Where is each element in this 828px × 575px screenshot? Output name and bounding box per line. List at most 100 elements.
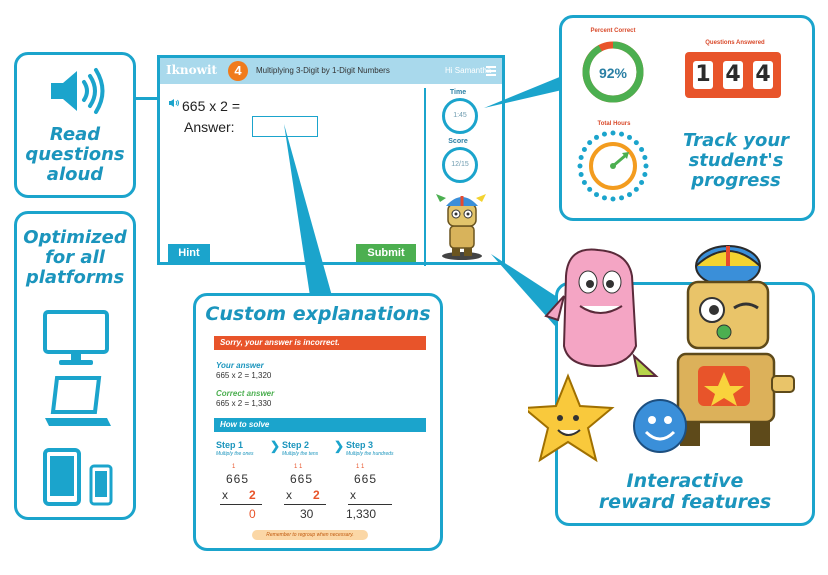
score-value: 12/15 — [451, 161, 469, 168]
score-ring — [442, 147, 478, 183]
correct-answer-label: Correct answer — [216, 389, 275, 398]
questions-digit-3: 4 — [753, 61, 773, 89]
explanation-connector — [284, 124, 332, 296]
robot-character-icon — [676, 245, 795, 446]
step-arrow-1: ❯ — [270, 439, 281, 453]
step-2-title: Step 2 — [282, 440, 310, 450]
work-3-result: 1,330 — [346, 507, 377, 521]
clock-icon — [577, 130, 649, 202]
clock-dot — [601, 195, 607, 201]
lesson-title: Multiplying 3-Digit by 1-Digit Numbers — [256, 66, 390, 75]
time-ring — [442, 98, 478, 134]
clock-dot — [627, 192, 632, 198]
regroup-note: Remember to regroup when necessary. — [252, 530, 368, 540]
clock-dot — [578, 172, 584, 178]
submit-button[interactable]: Submit — [356, 244, 416, 262]
work-2-line — [284, 504, 326, 505]
speaker-icon — [51, 68, 105, 114]
time-label: Time — [449, 89, 467, 96]
progress-callout: Percent Correct 92% Questions Answered 1… — [559, 15, 815, 221]
quiz-header: Iknowit 4 Multiplying 3-Digit by 1-Digit… — [160, 58, 502, 84]
score-label: Score — [448, 138, 468, 145]
quiz-divider — [424, 88, 426, 266]
read-aloud-callout: Read questions aloud — [14, 52, 136, 198]
pink-monster-icon — [544, 248, 659, 377]
work-1-mult: x — [222, 488, 228, 502]
your-answer-value: 665 x 2 = 1,320 — [216, 371, 272, 380]
clock-dot — [642, 172, 648, 178]
step-2-sub: Multiply the tens — [282, 451, 319, 457]
answer-label: Answer: — [184, 119, 235, 135]
progress-title-line1: Track your — [682, 130, 790, 151]
clock-dot — [610, 130, 616, 136]
rewards-line2: reward features — [598, 490, 772, 513]
star-character-icon — [528, 373, 615, 463]
smiley-ball-icon — [633, 399, 687, 453]
step-1-sub: Multiply the ones — [216, 451, 254, 457]
read-aloud-line2: questions — [25, 143, 125, 165]
work-1-bottom: 2 — [249, 488, 256, 502]
rewards-connector — [491, 254, 571, 326]
clock-dot — [643, 163, 649, 169]
total-hours-label: Total Hours — [597, 121, 631, 127]
work-3-line — [348, 504, 392, 505]
clock-dot — [619, 131, 625, 137]
work-2-mult: x — [286, 488, 292, 502]
work-2-top: 665 — [290, 472, 314, 486]
work-2-carry: 1 1 — [294, 464, 303, 470]
clock-dot — [587, 140, 593, 146]
clock-dot — [619, 195, 625, 201]
incorrect-banner: Sorry, your answer is incorrect. — [214, 336, 426, 350]
step-1-title: Step 1 — [216, 440, 244, 450]
platforms-line1: Optimized — [23, 227, 127, 248]
menu-icon[interactable] — [486, 66, 496, 78]
percent-correct-value: 92% — [598, 65, 628, 81]
clock-dot — [633, 186, 639, 192]
question-text: 665 x 2 = — [182, 98, 240, 114]
robot-mascot-icon — [436, 194, 486, 260]
platforms-callout: Optimized for all platforms — [14, 211, 136, 520]
step-arrow-2: ❯ — [334, 439, 345, 453]
clock-dot — [601, 131, 607, 137]
questions-digit-1: 1 — [693, 61, 713, 89]
questions-answered-label: Questions Answered — [705, 40, 765, 46]
read-aloud-line3: aloud — [46, 163, 104, 185]
clock-dot — [633, 140, 639, 146]
clock-dot — [639, 147, 645, 152]
hint-button[interactable]: Hint — [168, 244, 210, 262]
percent-correct-ring — [582, 41, 644, 103]
clock-dot — [627, 134, 632, 140]
work-1-result: 0 — [249, 507, 256, 521]
clock-dot — [594, 134, 599, 140]
work-1-top: 665 — [226, 472, 250, 486]
progress-title-line2: student's — [688, 149, 784, 171]
time-value: 1:45 — [453, 112, 467, 119]
clock-dot — [581, 180, 587, 185]
work-2-bottom: 2 — [313, 488, 320, 502]
reward-characters-illustration — [528, 245, 795, 463]
progress-title-line3: progress — [691, 169, 781, 191]
clock-dot — [587, 186, 593, 192]
work-3-mult: x — [350, 488, 356, 502]
work-3-top: 665 — [354, 472, 378, 486]
correct-answer-value: 665 x 2 = 1,330 — [216, 399, 272, 408]
step-3-title: Step 3 — [346, 440, 374, 450]
desktop-icon — [43, 310, 109, 365]
percent-correct-label: Percent Correct — [590, 28, 636, 34]
questions-counter: 1 4 4 — [685, 52, 781, 98]
platforms-line2: for all — [45, 246, 105, 268]
clock-dot — [594, 192, 599, 198]
how-to-solve-banner: How to solve — [214, 418, 426, 432]
tablet-icon — [43, 448, 81, 506]
speaker-small-icon[interactable] — [168, 98, 180, 108]
app-logo: Iknowit — [166, 63, 218, 77]
work-2-result: 30 — [300, 507, 314, 521]
read-aloud-line1: Read — [49, 124, 101, 145]
grade-badge: 4 — [228, 61, 248, 81]
rewards-line1: Interactive — [626, 470, 744, 492]
answer-input[interactable] — [252, 116, 318, 137]
your-answer-label: Your answer — [216, 361, 264, 370]
clock-dot — [642, 154, 648, 160]
read-aloud-connector — [136, 97, 164, 100]
step-3-sub: Multiply the hundreds — [346, 451, 394, 457]
